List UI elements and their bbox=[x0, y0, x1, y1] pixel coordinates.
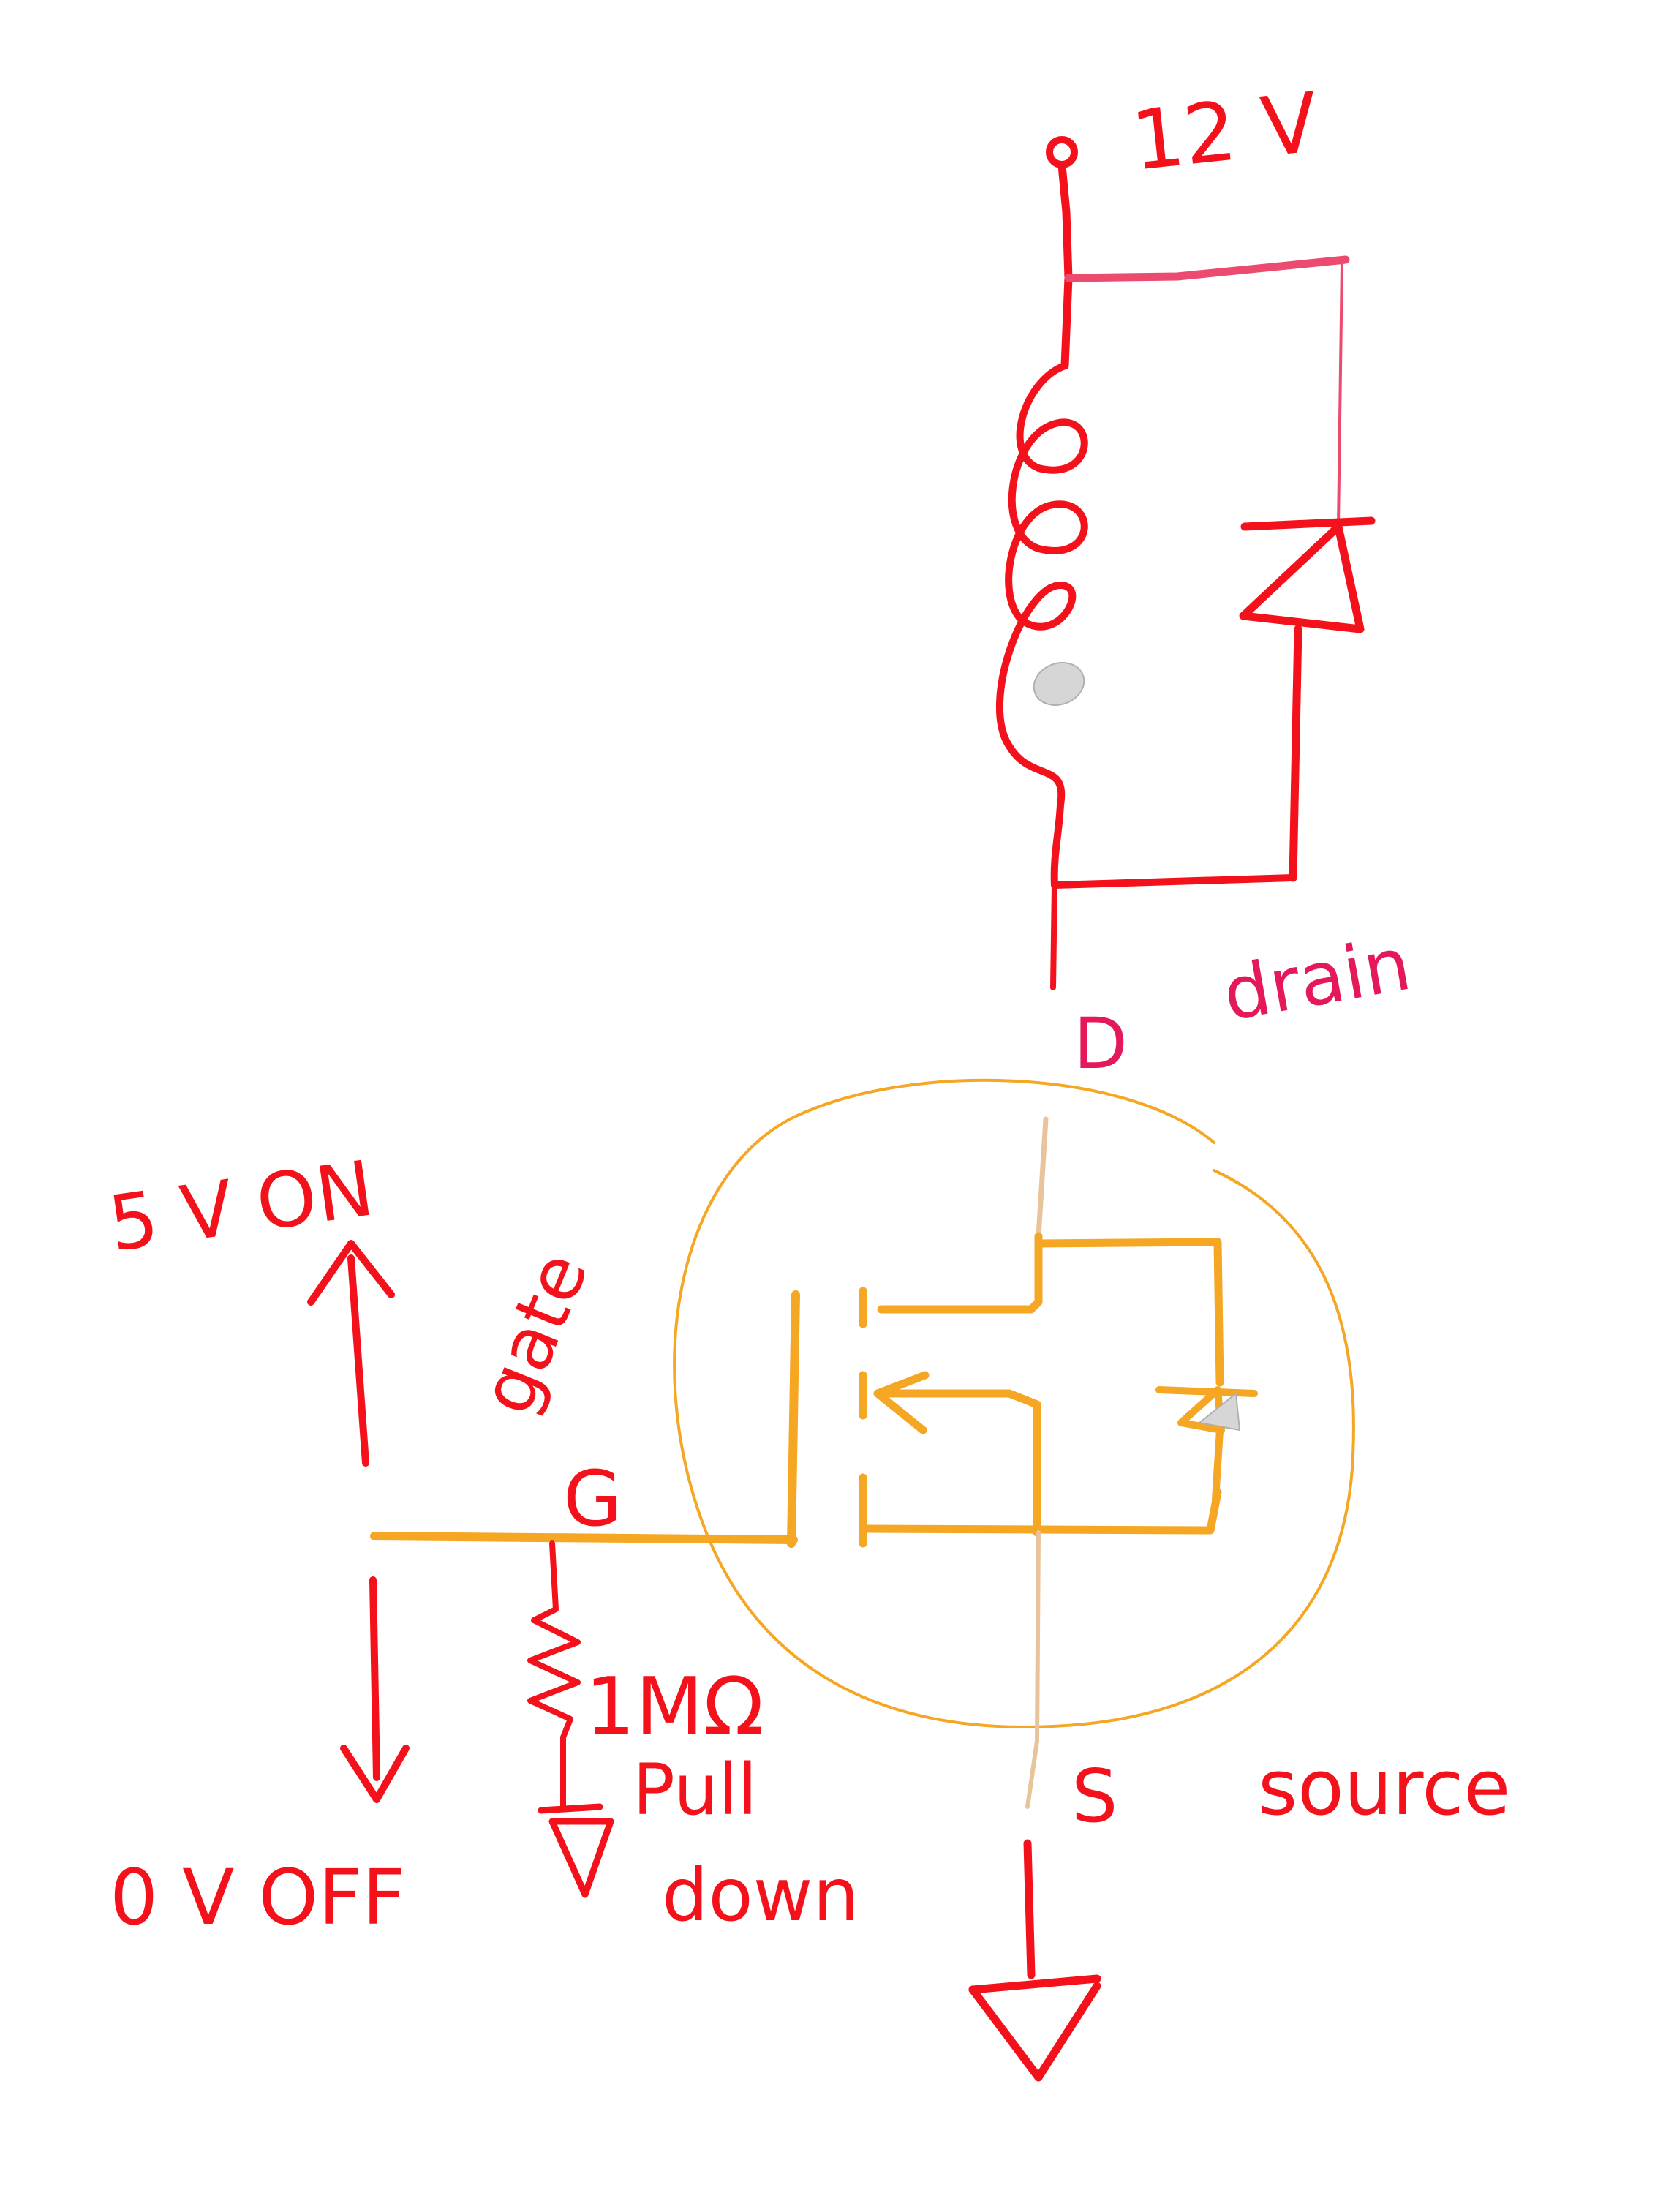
drain-word-label: drain bbox=[1217, 921, 1417, 1038]
on-state-label: 5 V ON bbox=[104, 1143, 380, 1268]
drain-lead-wire bbox=[1050, 882, 1057, 990]
source-letter-label: S bbox=[1071, 1753, 1117, 1839]
source-ground-icon bbox=[968, 1839, 1101, 2082]
pulldown-resistor-icon bbox=[527, 1540, 581, 1810]
resistor-ground-icon bbox=[538, 1803, 614, 1898]
resistor-value-label: 1MΩ bbox=[585, 1661, 764, 1753]
off-arrow-icon bbox=[340, 1576, 410, 1803]
off-state-label: 0 V OFF bbox=[110, 1853, 406, 1942]
diode-top-wire bbox=[1337, 262, 1343, 528]
pull-word-label: Pull bbox=[633, 1749, 757, 1831]
flyback-diode-icon bbox=[1239, 516, 1376, 882]
mosfet-body-outline bbox=[673, 1078, 1355, 1728]
supply-terminal bbox=[1046, 136, 1078, 168]
relay-coil-icon bbox=[995, 362, 1088, 889]
supply-wire bbox=[1057, 161, 1073, 370]
coil-bottom-wire bbox=[1051, 874, 1297, 889]
top-rail-wire bbox=[1064, 255, 1350, 282]
down-word-label: down bbox=[662, 1852, 859, 1938]
gate-word-label: gate bbox=[464, 1241, 605, 1426]
source-word-label: source bbox=[1258, 1743, 1510, 1832]
on-arrow-icon bbox=[307, 1240, 395, 1467]
gate-letter-label: G bbox=[563, 1454, 622, 1543]
gate-wire bbox=[370, 1532, 798, 1544]
supply-label: 12 V bbox=[1127, 75, 1322, 189]
drain-letter-label: D bbox=[1074, 1003, 1128, 1085]
mosfet-symbol-icon bbox=[787, 1116, 1258, 1809]
